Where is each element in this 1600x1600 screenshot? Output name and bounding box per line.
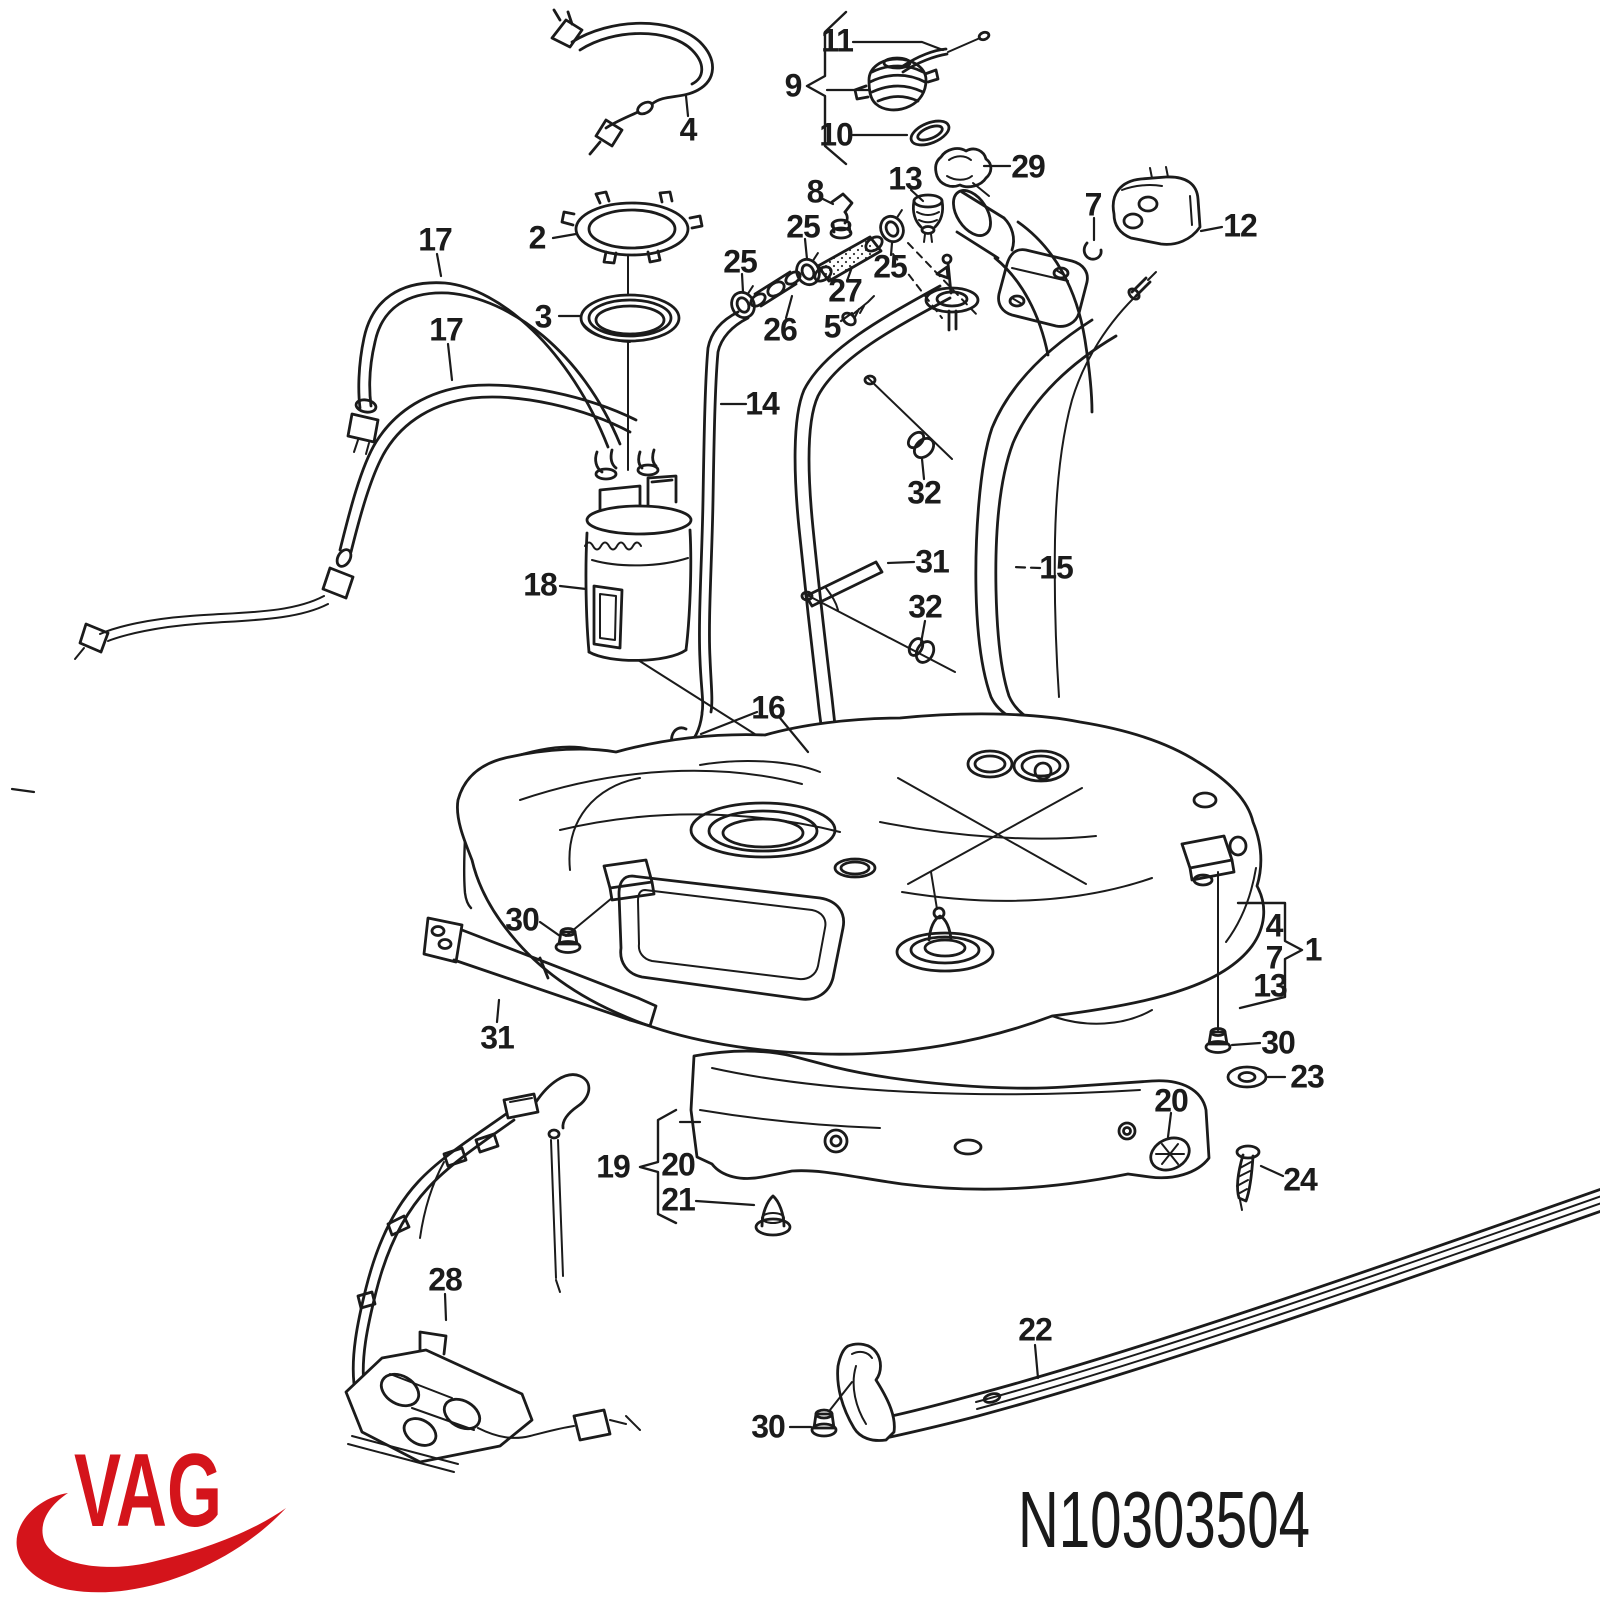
part-28-sender-harness — [344, 1073, 641, 1473]
part-21-buffer — [754, 1194, 792, 1237]
leader-lines — [10, 40, 1287, 1429]
vag-logo-text: VAG — [74, 1433, 222, 1549]
part-4-cable — [550, 8, 714, 156]
part-3-seal-ring — [579, 293, 681, 471]
part-19-heat-shield — [689, 1049, 1211, 1191]
brace-group-19 — [638, 1108, 678, 1225]
part-30-nut-bottom — [810, 1408, 838, 1438]
part-31-pipe-clip — [804, 560, 884, 611]
part-20-grommet — [1117, 1121, 1191, 1172]
part-13-grommet — [912, 193, 944, 243]
part-9-fuel-cap — [853, 30, 991, 112]
part-29-flap-valve — [934, 147, 993, 197]
brace-group-9 — [805, 10, 848, 166]
part-32-clip-top — [863, 374, 953, 460]
part-22-tension-strap — [829, 1188, 1600, 1442]
part-number: N10303504 — [1018, 1475, 1310, 1564]
part-filler-head — [892, 189, 1094, 414]
part-30-nut-right — [1204, 1027, 1232, 1054]
part-30-nut-left — [554, 927, 582, 954]
vag-swoosh — [16, 1493, 287, 1593]
vag-logo: VAG — [16, 1433, 287, 1593]
part-32-clip-bottom — [800, 590, 956, 673]
part-26-tube — [749, 270, 802, 308]
part-31-support-rail — [422, 916, 658, 1028]
part-15-filler-pipe — [974, 271, 1157, 735]
part-27-breather-hose — [813, 235, 884, 283]
part-2-locking-ring — [560, 190, 704, 295]
part-23-washer — [1226, 1065, 1268, 1089]
part-24-screw — [1235, 1144, 1261, 1211]
part-12-bracket — [1111, 166, 1202, 246]
part-10-cap-seal — [909, 119, 951, 147]
brace-group-1 — [1236, 901, 1304, 1010]
part-5-screw — [841, 295, 875, 327]
part-7-clip — [1082, 241, 1103, 261]
part-1-fuel-tank — [456, 712, 1266, 1056]
part-8-elbow — [829, 192, 854, 240]
part-17-fuel-lines — [74, 281, 638, 660]
